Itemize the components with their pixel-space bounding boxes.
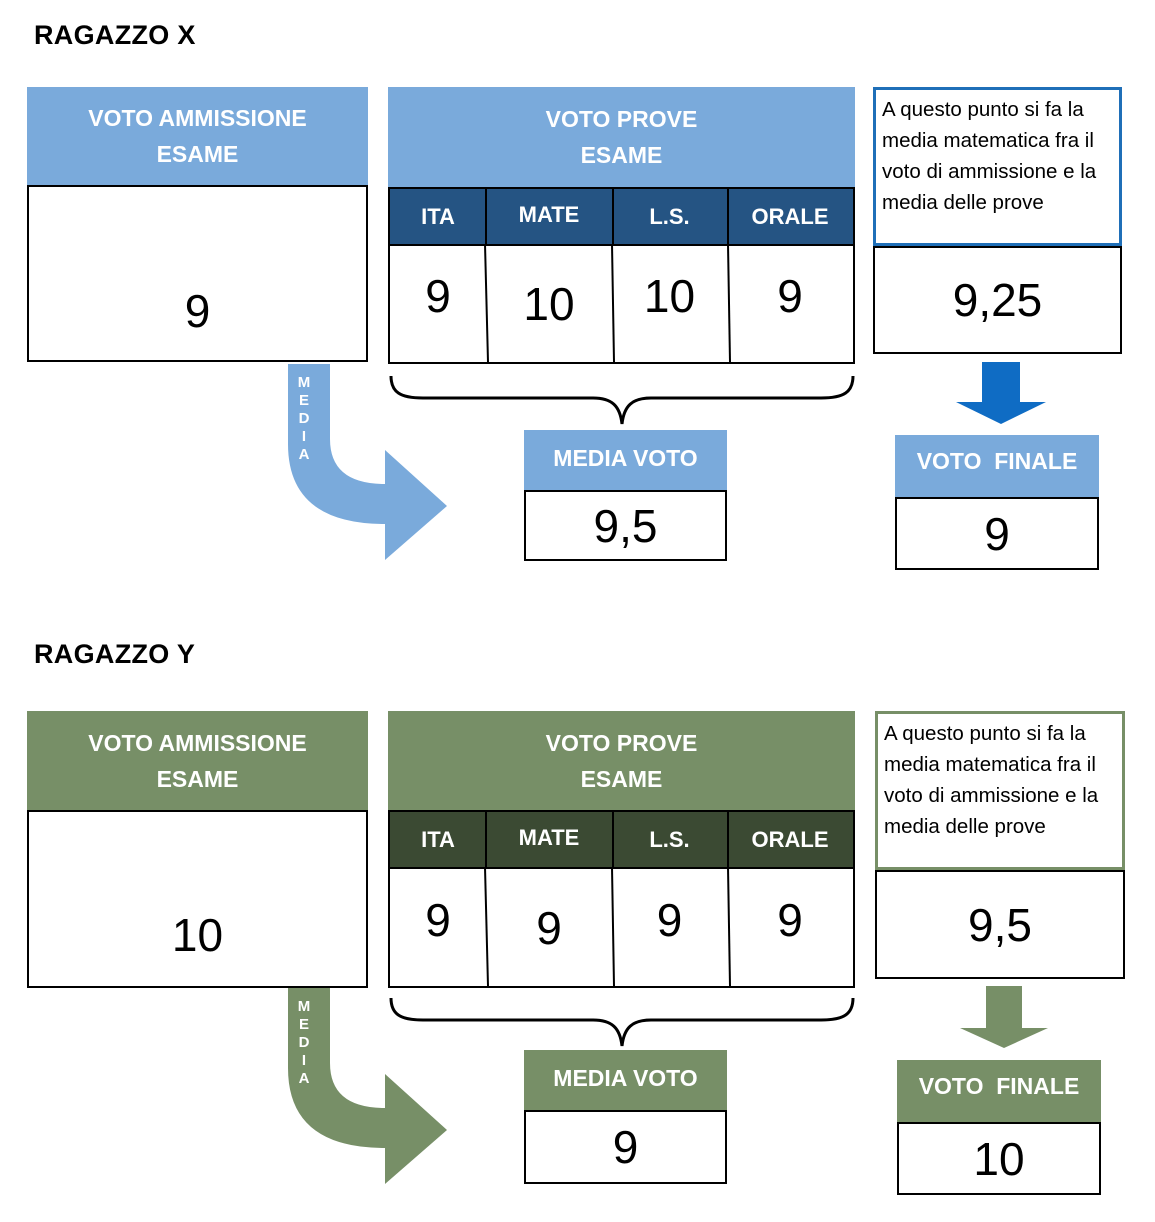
grades-row: 9 9 9 9 xyxy=(388,866,855,988)
subject-mate: MATE xyxy=(518,824,580,850)
tests-header: VOTO PROVE ESAME xyxy=(388,711,855,810)
grade-mate: 9 xyxy=(536,901,562,954)
tests-header-line1: VOTO PROVE xyxy=(545,729,698,756)
explanation-note: A questo punto si fa la media matematica… xyxy=(875,711,1125,870)
media-label-letter: A xyxy=(298,446,310,463)
admission-header-line2: ESAME xyxy=(156,141,239,167)
tests-header-line2: ESAME xyxy=(580,765,663,792)
admission-header-line1: VOTO AMMISSIONE xyxy=(88,105,307,131)
computed-average-value: 9,25 xyxy=(873,246,1122,354)
final-header: VOTO FINALE xyxy=(897,1060,1101,1122)
brace xyxy=(389,997,855,1047)
subject-orale: ORALE xyxy=(751,203,829,229)
media-label-letter: D xyxy=(298,410,310,427)
admission-header: VOTO AMMISSIONE ESAME xyxy=(27,87,368,185)
media-label-letter: M xyxy=(297,374,311,391)
divider xyxy=(485,189,487,246)
section-title: RAGAZZO X xyxy=(34,20,196,50)
media-label-letter: E xyxy=(298,392,309,409)
divider xyxy=(485,812,487,869)
grade-orale: 9 xyxy=(777,270,803,322)
media-label-letter: I xyxy=(301,1052,307,1069)
grade-ls: 9 xyxy=(656,893,683,946)
explanation-note: A questo punto si fa la media matematica… xyxy=(873,87,1122,246)
final-value: 9 xyxy=(895,497,1099,570)
grade-dividers xyxy=(484,243,731,363)
subject-ita: ITA xyxy=(421,826,455,852)
tests-header: VOTO PROVE ESAME xyxy=(388,87,855,187)
media-label-letter: A xyxy=(298,1070,310,1087)
section-title: RAGAZZO Y xyxy=(34,639,196,669)
tests-header-line1: VOTO PROVE xyxy=(545,106,698,132)
final-header: VOTO FINALE xyxy=(895,435,1099,497)
media-label-letter: I xyxy=(301,428,307,445)
average-header: MEDIA VOTO xyxy=(524,1050,727,1110)
subject-ls: L.S. xyxy=(649,203,690,229)
subject-mate: MATE xyxy=(518,201,580,227)
admission-value: 9 xyxy=(27,185,368,362)
subject-ita: ITA xyxy=(421,203,455,229)
down-arrow-icon xyxy=(956,362,1046,424)
admission-value-text: 10 xyxy=(171,909,224,961)
grade-orale: 9 xyxy=(777,893,803,946)
grade-ita: 9 xyxy=(425,893,451,946)
section-ragazzo-x: RAGAZZO X VOTO AMMISSIONE ESAME 9 VOTO P… xyxy=(0,0,1155,600)
average-header: MEDIA VOTO xyxy=(524,430,727,490)
brace xyxy=(389,375,855,425)
media-label-letter: D xyxy=(298,1034,310,1051)
media-label-letter: M xyxy=(297,998,311,1015)
subjects-row: ITA MATE L.S. ORALE xyxy=(388,810,855,869)
final-value: 10 xyxy=(897,1122,1101,1195)
divider xyxy=(727,812,729,869)
admission-header: VOTO AMMISSIONE ESAME xyxy=(27,711,368,810)
divider xyxy=(612,812,614,869)
divider xyxy=(612,189,614,246)
grade-ls: 10 xyxy=(643,270,696,322)
subjects-row: ITA MATE L.S. ORALE xyxy=(388,187,855,246)
admission-header-line2: ESAME xyxy=(156,765,239,792)
section-ragazzo-y: RAGAZZO Y VOTO AMMISSIONE ESAME 10 VOTO … xyxy=(0,622,1155,1222)
grades-row: 9 10 10 9 xyxy=(388,243,855,364)
computed-average-value: 9,5 xyxy=(875,870,1125,979)
grade-mate: 10 xyxy=(523,278,575,330)
media-label-letter: E xyxy=(298,1016,309,1033)
media-arrow xyxy=(288,364,447,560)
subject-ls: L.S. xyxy=(649,826,690,852)
media-arrow xyxy=(288,988,447,1184)
average-value: 9 xyxy=(524,1110,727,1184)
admission-header-line1: VOTO AMMISSIONE xyxy=(88,729,307,756)
grade-dividers xyxy=(484,866,731,987)
subject-orale: ORALE xyxy=(751,826,829,852)
admission-value: 10 xyxy=(27,810,368,988)
average-value: 9,5 xyxy=(524,490,727,561)
down-arrow-icon xyxy=(960,986,1048,1048)
divider xyxy=(727,189,729,246)
grade-ita: 9 xyxy=(425,270,451,322)
tests-header-line2: ESAME xyxy=(580,142,663,168)
admission-value-text: 9 xyxy=(184,285,211,337)
